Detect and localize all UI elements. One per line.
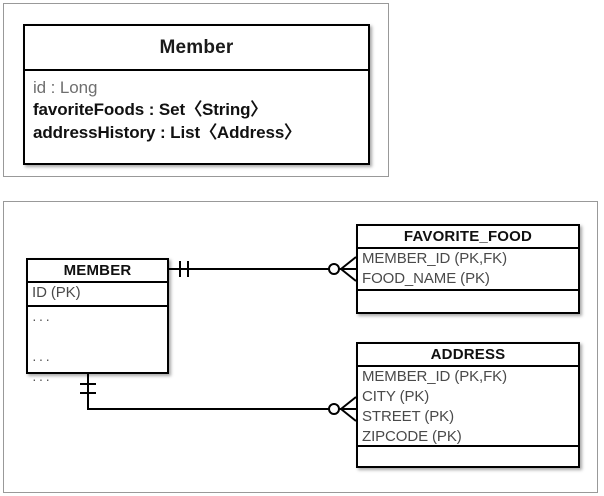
er-field-spacer — [32, 329, 167, 349]
cardinality-zero-circle — [328, 263, 340, 275]
crowsfoot-upper — [340, 396, 357, 410]
er-key-fields: MEMBER_ID (PK,FK) FOOD_NAME (PK) — [358, 249, 578, 291]
uml-class-header: Member — [25, 26, 368, 71]
uml-class-member[interactable]: Member id : Long favoriteFoods : Set〈Str… — [23, 24, 370, 165]
er-other-fields: ··· ··· ··· — [28, 307, 167, 387]
er-table-name: ADDRESS — [358, 344, 578, 367]
er-table-address[interactable]: ADDRESS MEMBER_ID (PK,FK) CITY (PK) STRE… — [356, 342, 580, 468]
uml-class-name: Member — [159, 36, 234, 58]
er-field-placeholder-2: ··· — [32, 351, 52, 367]
uml-class-attribute-list: id : Long favoriteFoods : Set〈String〉 ad… — [25, 71, 368, 144]
er-table-name: FAVORITE_FOOD — [358, 226, 578, 249]
er-field-placeholder-1: ··· — [32, 311, 52, 327]
crowsfoot-lower — [340, 268, 357, 282]
er-table-name: MEMBER — [28, 260, 167, 283]
er-field-placeholder-3: ··· — [32, 371, 52, 387]
crowsfoot-upper — [340, 256, 357, 270]
er-field-member-id: MEMBER_ID (PK,FK) — [362, 368, 507, 385]
cardinality-zero-circle — [328, 403, 340, 415]
er-other-fields — [358, 291, 578, 312]
er-field-member-id: MEMBER_ID (PK,FK) — [362, 250, 507, 267]
relationship-member-favorite-food — [169, 256, 357, 282]
er-field-city: CITY (PK) — [362, 388, 430, 405]
er-field-id: ID (PK) — [32, 284, 81, 301]
er-field-zipcode: ZIPCODE (PK) — [362, 428, 462, 445]
uml-attribute-id: id : Long — [33, 78, 98, 97]
er-diagram-panel: MEMBER ID (PK) ··· ··· ··· FAVORITE_FOOD… — [3, 201, 598, 493]
er-field-food-name: FOOD_NAME (PK) — [362, 270, 490, 287]
er-field-street: STREET (PK) — [362, 408, 454, 425]
er-table-member[interactable]: MEMBER ID (PK) ··· ··· ··· — [26, 258, 169, 387]
uml-attribute-address-history: addressHistory : List〈Address〉 — [33, 122, 302, 142]
er-other-fields — [358, 447, 578, 466]
er-table-favorite-food[interactable]: FAVORITE_FOOD MEMBER_ID (PK,FK) FOOD_NAM… — [356, 224, 580, 314]
uml-attribute-favorite-foods: favoriteFoods : Set〈String〉 — [33, 100, 268, 120]
er-key-fields: MEMBER_ID (PK,FK) CITY (PK) STREET (PK) … — [358, 367, 578, 447]
crowsfoot-lower — [340, 408, 357, 422]
er-key-fields: ID (PK) — [28, 283, 167, 307]
uml-class-diagram-panel: Member id : Long favoriteFoods : Set〈Str… — [3, 3, 389, 177]
